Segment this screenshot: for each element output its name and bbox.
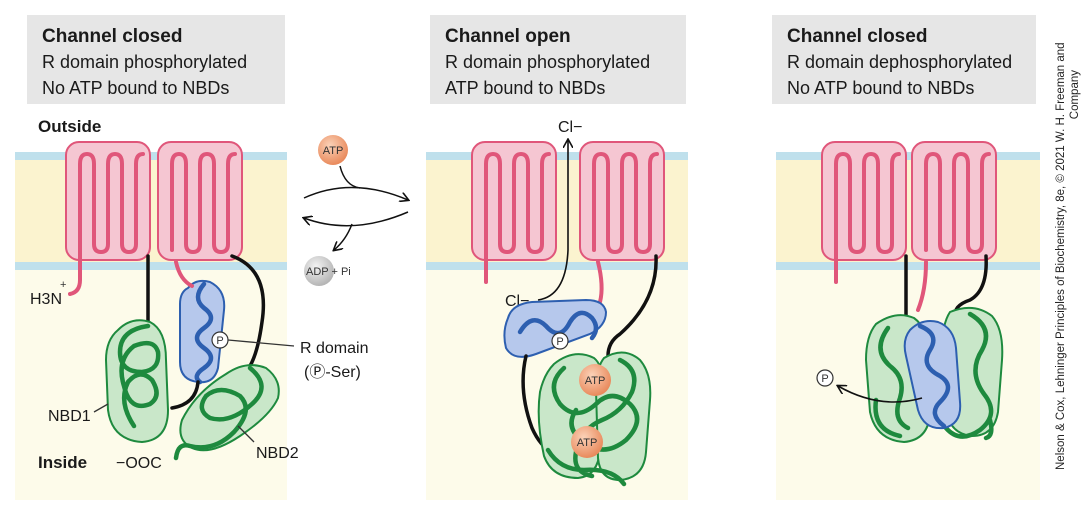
credit-line2: Company bbox=[1069, 70, 1081, 119]
panel-1-membrane-bottom-edge bbox=[15, 262, 287, 270]
panel-2-tmd2 bbox=[578, 140, 666, 262]
outside-label: Outside bbox=[38, 117, 101, 136]
panel-3-r-domain-shape bbox=[903, 320, 962, 430]
panel-3-line1: R domain dephosphorylated bbox=[787, 52, 1012, 72]
panel-1-linker-tmd2-nbd2 bbox=[230, 254, 266, 368]
panel-1-nbd2-fold bbox=[173, 365, 264, 461]
panel-1-line1: R domain phosphorylated bbox=[42, 52, 247, 72]
panel-3-nbd-fold bbox=[873, 311, 994, 441]
panel-3-released-phosphate-label: P bbox=[821, 373, 828, 385]
atp-in-arrow bbox=[339, 165, 361, 189]
adp-icon bbox=[304, 256, 334, 286]
panel-2-r-domain-fold bbox=[517, 310, 599, 341]
panel-3-released-phosphate-icon bbox=[816, 369, 834, 387]
panel-1-nbd1-shape bbox=[104, 319, 170, 444]
panel-3-r-domain-fold bbox=[917, 323, 951, 429]
panel-2-linker-right bbox=[606, 254, 658, 358]
panel-3-tmd1 bbox=[820, 140, 908, 262]
panel-1-r-domain-fold bbox=[194, 281, 214, 385]
nbd1-leader bbox=[93, 403, 109, 413]
panel-1-title: Channel closed bbox=[42, 26, 182, 47]
atp-in-icon bbox=[318, 135, 348, 165]
panel-2-atp-lower-icon bbox=[571, 426, 603, 458]
n-terminus-label: H3N bbox=[30, 291, 62, 308]
adp-pi-label: ADP + Pi bbox=[306, 266, 351, 278]
p-ser-label: (Ⓟ-Ser) bbox=[304, 363, 361, 381]
panel-1-header-box bbox=[27, 15, 285, 104]
reverse-arrow bbox=[304, 211, 409, 227]
panel-3-r-linker bbox=[916, 260, 928, 312]
chloride-path-arrow bbox=[537, 140, 568, 301]
nbd2-leader bbox=[237, 425, 255, 443]
chloride-out-label: Cl− bbox=[558, 119, 582, 136]
r-domain-leader bbox=[227, 339, 295, 347]
panel-2-membrane-bottom-edge bbox=[426, 262, 688, 270]
adp-out-arrow bbox=[334, 223, 353, 250]
panel-3-membrane-top-edge bbox=[776, 152, 1040, 160]
panel-1-r-linker-bottom bbox=[170, 380, 200, 410]
panel-2-atp-upper-icon bbox=[579, 364, 611, 396]
credit: Nelson & Cox, Lehninger Principles of Bi… bbox=[1055, 42, 1081, 470]
panel-3-line2: No ATP bound to NBDs bbox=[787, 78, 974, 98]
panel-2-r-linker bbox=[596, 260, 604, 304]
panel-2-tmd1 bbox=[470, 140, 558, 262]
panel-2-phosphate-icon bbox=[551, 332, 569, 350]
panel-2-title: Channel open bbox=[445, 26, 571, 47]
panel-2: Channel open R domain phosphorylated ATP… bbox=[426, 15, 688, 500]
panel-3-membrane bbox=[776, 152, 1040, 268]
nbd2-label: NBD2 bbox=[256, 445, 299, 462]
panel-3-tmd2 bbox=[910, 140, 998, 262]
panel-2-phosphate-label: P bbox=[556, 336, 563, 348]
r-domain-label: R domain bbox=[300, 340, 368, 357]
panel-2-header-box bbox=[430, 15, 686, 104]
panel-3-membrane-bottom-edge bbox=[776, 262, 1040, 270]
panel-3-title: Channel closed bbox=[787, 26, 927, 47]
atp-in-label: ATP bbox=[323, 145, 344, 157]
panel-1-nbd1-fold bbox=[117, 323, 161, 429]
panel-1-nbd2-shape bbox=[179, 364, 280, 452]
panel-1-n-terminal-strand bbox=[68, 248, 82, 296]
panel-1-tmd2 bbox=[156, 140, 244, 262]
panel-2-atp-upper-label: ATP bbox=[585, 375, 606, 387]
panel-1-phosphate-label: P bbox=[216, 335, 223, 347]
panel-3: Channel closed R domain dephosphorylated… bbox=[772, 15, 1040, 500]
atp-transition: ATP ADP + Pi bbox=[304, 135, 408, 286]
inside-label: Inside bbox=[38, 453, 87, 472]
panel-1-tmd1 bbox=[64, 140, 152, 262]
nbd1-label: NBD1 bbox=[48, 408, 91, 425]
c-terminus-label: −OOC bbox=[116, 455, 162, 472]
panel-1: Channel closed R domain phosphorylated N… bbox=[15, 15, 368, 500]
n-terminus-charge: + bbox=[60, 279, 66, 291]
panel-3-header-box bbox=[772, 15, 1036, 104]
panel-3-release-arrow bbox=[838, 386, 923, 403]
credit-line1: Nelson & Cox, Lehninger Principles of Bi… bbox=[1055, 42, 1067, 470]
panel-2-atp-lower-label: ATP bbox=[577, 437, 598, 449]
panel-2-line1: R domain phosphorylated bbox=[445, 52, 650, 72]
panel-1-line2: No ATP bound to NBDs bbox=[42, 78, 229, 98]
panel-2-line2: ATP bound to NBDs bbox=[445, 78, 605, 98]
forward-arrow bbox=[303, 186, 408, 200]
panel-1-r-linker-top bbox=[174, 260, 194, 288]
